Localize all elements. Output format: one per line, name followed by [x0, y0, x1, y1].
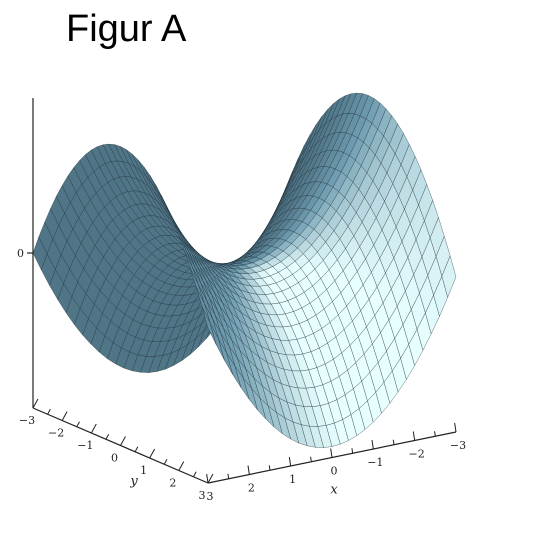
y-tick	[120, 436, 126, 446]
y-tick	[90, 423, 97, 434]
x-tick	[371, 439, 374, 450]
x-tick	[206, 473, 209, 484]
x-tick-label: 1	[289, 473, 296, 486]
y-tick	[61, 411, 68, 421]
y-tick	[32, 398, 39, 409]
x-tick-label: −1	[367, 456, 383, 469]
x-tick	[288, 456, 292, 467]
y-tick	[178, 461, 185, 471]
y-tick	[76, 421, 80, 427]
y-axis-label: y	[129, 474, 138, 489]
y-tick	[105, 434, 110, 440]
y-tick-label: −3	[19, 414, 35, 427]
y-tick-label: 0	[111, 452, 118, 465]
surface-patch	[441, 255, 457, 298]
x-axis-label: x	[330, 483, 338, 498]
x-tick	[330, 448, 333, 458]
x-tick	[227, 473, 230, 479]
y-tick	[163, 459, 168, 465]
x-tick	[351, 448, 354, 454]
y-tick	[134, 446, 139, 452]
z-tick-label: 0	[17, 247, 24, 260]
axes: 0 −3 −2 −1 0 1 2 3 y 3 2 1 0 −1 −2 −3 x	[17, 98, 466, 503]
y-tick-label: −2	[48, 427, 64, 440]
y-tick-label: 3	[199, 489, 206, 502]
x-tick-label: 2	[248, 482, 255, 495]
y-tick-label: 1	[140, 464, 147, 477]
x-tick	[392, 439, 395, 445]
x-tick-label: 3	[207, 490, 214, 503]
x-tick	[454, 422, 457, 433]
y-tick	[47, 409, 51, 415]
y-tick-label: −1	[77, 439, 93, 452]
x-tick	[434, 431, 436, 437]
y-tick	[192, 471, 197, 477]
x-tick	[268, 465, 271, 471]
surface	[32, 92, 457, 448]
x-tick	[247, 465, 250, 475]
y-tick	[207, 473, 214, 484]
y-tick-label: 2	[169, 477, 176, 490]
x-tick-label: −2	[409, 448, 425, 461]
x-tick	[412, 431, 416, 441]
x-tick	[310, 456, 312, 462]
y-tick	[149, 448, 156, 459]
figure-title: Figur A	[66, 8, 187, 50]
x-tick-label: −3	[450, 439, 466, 452]
x-tick-label: 0	[331, 465, 338, 478]
